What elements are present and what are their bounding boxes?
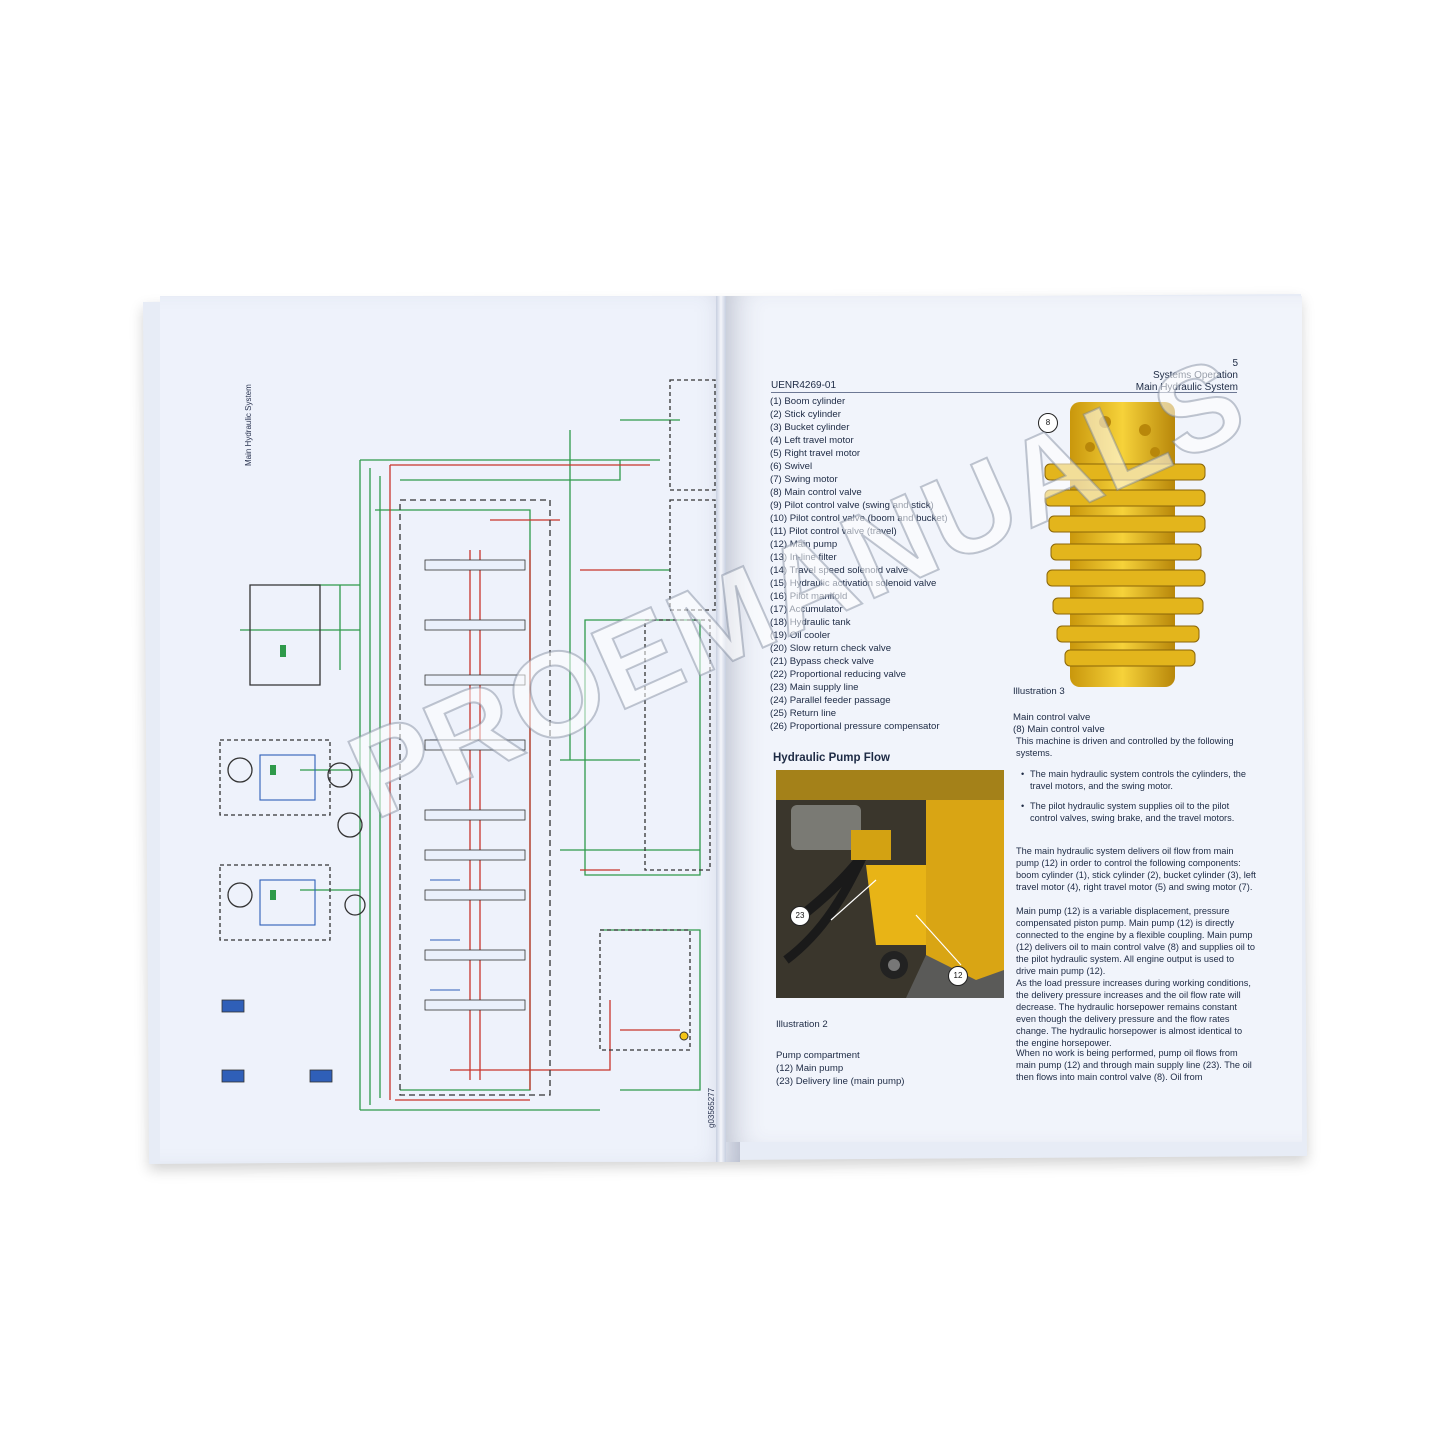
legend-item: (2) Stick cylinder — [770, 409, 841, 420]
parts-legend: (1) Boom cylinder (2) Stick cylinder (3)… — [770, 395, 948, 733]
legend-item: (8) Main control valve — [770, 487, 862, 498]
legend-item: (22) Proportional reducing valve — [770, 669, 906, 680]
legend-item: (1) Boom cylinder — [770, 396, 846, 407]
header-rule — [771, 392, 1237, 393]
legend-item: (9) Pilot control valve (swing and stick… — [770, 500, 934, 511]
legend-item: (25) Return line — [770, 708, 837, 719]
legend-item: (21) Bypass check valve — [770, 656, 874, 667]
subsection-name: Main Hydraulic System — [1135, 382, 1238, 393]
paragraph-2: Main pump (12) is a variable displacemen… — [1016, 906, 1255, 976]
document-id: UENR4269-01 — [771, 380, 837, 391]
legend-item: (16) Pilot manifold — [770, 591, 848, 602]
legend-item: (18) Hydraulic tank — [770, 617, 851, 628]
callout-8: 8 — [1038, 413, 1058, 433]
legend-item: (23) Main supply line — [770, 682, 859, 693]
legend-item: (20) Slow return check valve — [770, 643, 892, 654]
paragraph-3: As the load pressure increases during wo… — [1016, 978, 1251, 1048]
right-page — [722, 296, 1302, 1142]
legend-item: (12) Main pump — [770, 539, 838, 550]
legend-item: (4) Left travel motor — [770, 435, 854, 446]
callout-12: 12 — [948, 966, 968, 986]
main-control-valve-illustration — [1044, 402, 1206, 687]
left-page — [160, 296, 740, 1162]
bullet-main-system: The main hydraulic system controls the c… — [1021, 769, 1256, 793]
page-number: 5 — [1232, 358, 1238, 369]
hydraulic-schematic — [219, 379, 716, 1111]
paragraph-4: When no work is being performed, pump oi… — [1016, 1048, 1252, 1082]
illustration2-label: Illustration 2 — [776, 1019, 828, 1030]
legend-item: (19) Oil cooler — [770, 630, 831, 641]
legend-item: (15) Hydraulic activation solenoid valve — [770, 578, 937, 589]
illustration2-item-main-pump: (12) Main pump — [776, 1063, 844, 1074]
illustration2-item-delivery-line: (23) Delivery line (main pump) — [776, 1076, 905, 1087]
pump-compartment-photo — [776, 770, 1004, 998]
legend-item: (14) Travel speed solenoid valve — [770, 565, 909, 576]
intro-paragraph: This machine is driven and controlled by… — [1016, 736, 1234, 758]
legend-item: (7) Swing motor — [770, 474, 838, 485]
legend-item: (3) Bucket cylinder — [770, 422, 850, 433]
book-spine — [716, 296, 726, 1162]
legend-item: (11) Pilot control valve (travel) — [770, 526, 897, 537]
bullet-pilot-system: The pilot hydraulic system supplies oil … — [1021, 801, 1256, 825]
illustration3-label: Illustration 3 — [1013, 686, 1065, 697]
callout-23: 23 — [790, 906, 810, 926]
legend-item: (24) Parallel feeder passage — [770, 695, 891, 706]
section-name: Systems Operation — [1152, 370, 1238, 381]
section-heading: Hydraulic Pump Flow — [773, 752, 890, 764]
legend-item: (17) Accumulator — [770, 604, 843, 615]
legend-item: (10) Pilot control valve (boom and bucke… — [770, 513, 948, 524]
legend-item: (6) Swivel — [770, 461, 813, 472]
illustration2-title: Pump compartment — [776, 1050, 860, 1061]
legend-item: (5) Right travel motor — [770, 448, 861, 459]
running-header: 5 Systems Operation Main Hydraulic Syste… — [1120, 358, 1238, 394]
illustration3-item: (8) Main control valve — [1013, 724, 1105, 735]
legend-item: (13) In-line filter — [770, 552, 837, 563]
illustration3-title: Main control valve — [1013, 712, 1091, 723]
paragraph-1: The main hydraulic system delivers oil f… — [1016, 846, 1256, 892]
legend-item: (26) Proportional pressure compensator — [770, 721, 940, 732]
